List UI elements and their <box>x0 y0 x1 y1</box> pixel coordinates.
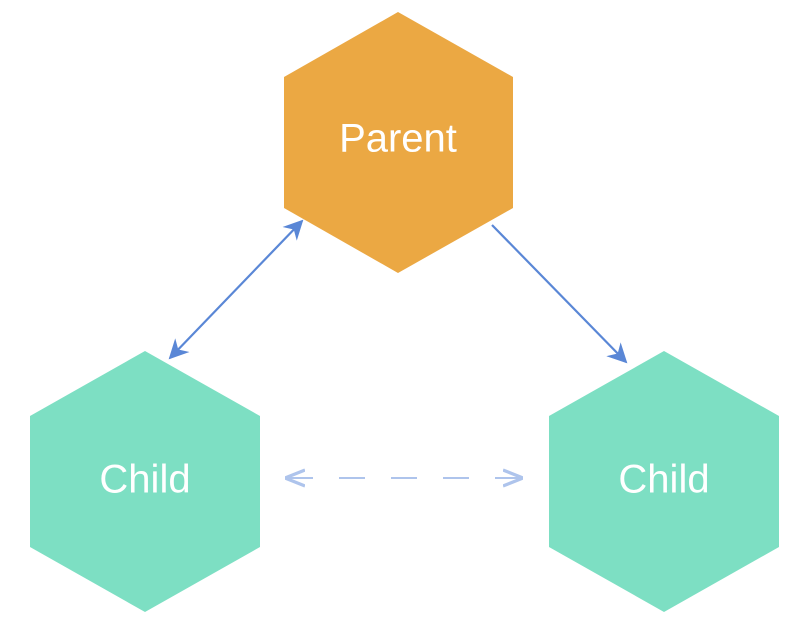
parent-hexagon <box>284 12 513 273</box>
parent-label: Parent <box>339 117 457 161</box>
child-left-label: Child <box>99 458 190 502</box>
child-right-hexagon <box>549 351 779 612</box>
node-parent[interactable]: Parent <box>284 12 513 273</box>
edge-parent-child-right <box>491 224 628 364</box>
edge-parent-child-left <box>168 219 304 360</box>
node-child-left[interactable]: Child <box>30 351 260 612</box>
child-left-hexagon <box>30 351 260 612</box>
node-child-right[interactable]: Child <box>549 351 779 612</box>
child-right-label: Child <box>618 458 709 502</box>
